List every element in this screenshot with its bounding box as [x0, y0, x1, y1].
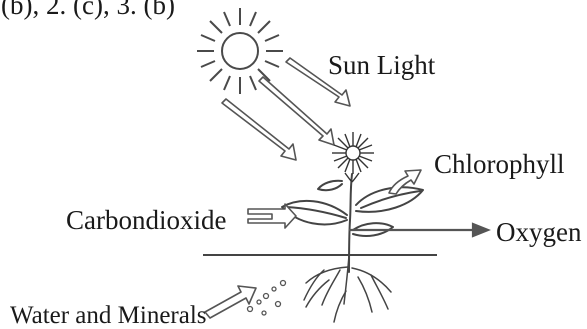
carbondioxide-arrow [248, 204, 296, 228]
sun-ray [224, 76, 230, 90]
water-minerals-arrow-icon [205, 281, 286, 319]
sunlight-arrow-1 [222, 99, 296, 160]
sun-ray [265, 61, 279, 67]
chlorophyll-label: Chlorophyll [434, 151, 565, 178]
flower-center [346, 146, 360, 160]
sun-disk [222, 33, 258, 69]
sun-ray [250, 76, 256, 90]
leaf-bud [318, 181, 342, 190]
chlorophyll-arrow [389, 170, 421, 194]
water-droplets [248, 281, 286, 316]
root [322, 270, 340, 305]
sun-ray [201, 61, 215, 67]
oxygen-arrow-head [473, 224, 488, 236]
flower-icon [332, 132, 374, 182]
sun-ray [265, 35, 279, 41]
oxygen-arrow-icon [349, 224, 488, 236]
root [334, 291, 346, 322]
chlorophyll-arrow-icon [389, 170, 421, 194]
sun-ray [210, 21, 222, 33]
root [306, 267, 348, 283]
water-minerals-arrow [205, 286, 256, 318]
sun-light-label: Sun Light [328, 52, 435, 79]
root-main [344, 255, 349, 304]
sun-ray [201, 35, 215, 41]
oxygen-label: Oxygen [496, 219, 581, 246]
plant-icon [282, 174, 423, 272]
root [306, 280, 329, 307]
roots-icon [304, 255, 391, 322]
sun-ray [210, 69, 222, 81]
top-cut-text: (b), 2. (c), 3. (b) [1, 0, 175, 19]
carbondioxide-label: Carbondioxide [66, 207, 226, 234]
water-minerals-label: Water and Minerals [10, 303, 207, 328]
flower-petals [332, 132, 374, 174]
root [358, 277, 372, 312]
carbondioxide-arrow-icon [248, 204, 296, 228]
sun-icon [197, 8, 283, 94]
sun-ray [258, 21, 270, 33]
sun-ray [250, 12, 256, 26]
sun-ray [224, 12, 230, 26]
root [352, 268, 391, 292]
